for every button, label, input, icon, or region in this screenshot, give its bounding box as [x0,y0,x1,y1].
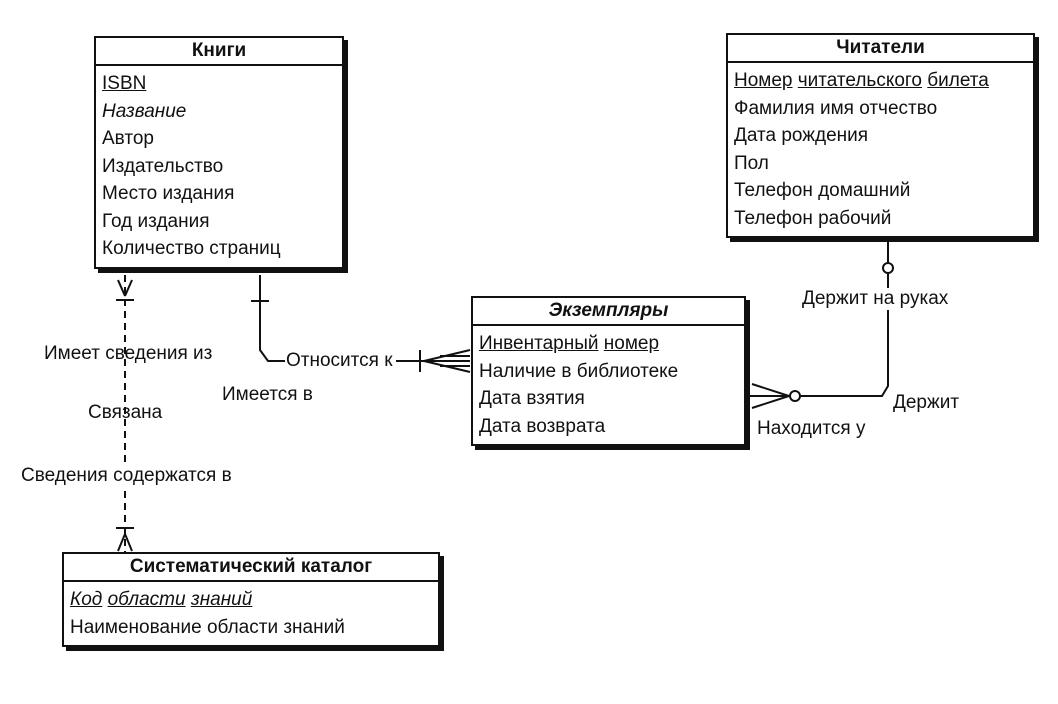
copies-key-part: Инвентарный [479,333,599,354]
readers-key: Номер читательского билета [734,67,1027,95]
copies-entity: Экземпляры Инвентарный номер Наличие в б… [471,296,746,446]
readers-attr-sex: Пол [734,152,769,174]
books-attr-year: Год издания [102,210,210,232]
catalog-attr-area-name: Наименование области знаний [70,616,345,638]
catalog-key-part: области [107,589,186,610]
readers-attr-work-phone: Телефон рабочий [734,207,892,229]
books-attr-title: Название [102,100,187,122]
catalog-key-part: Код [70,589,103,610]
copies-attr-availability: Наличие в библиотеке [479,360,679,382]
books-entity: Книги ISBN Название Автор Издательство М… [94,36,344,269]
catalog-entity: Систематический каталог Код области знан… [62,552,440,647]
books-attr-author: Автор [102,128,154,149]
copies-attr-date-returned: Дата возврата [479,415,606,437]
label-refers-to: Относится к [286,350,393,371]
catalog-title: Систематический каталог [64,554,438,582]
copies-title: Экземпляры [473,298,744,326]
label-available-in: Имеется в [222,384,313,405]
readers-attr-birthdate: Дата рождения [734,125,869,146]
readers-key-part: читательского [797,70,922,91]
label-holds: Держит [893,392,960,413]
label-linked: Связана [88,402,163,423]
readers-attr-fio: Фамилия имя отчество [734,97,938,119]
catalog-key: Код области знаний [70,586,432,614]
catalog-key-part: знаний [190,589,253,610]
books-attr-isbn: ISBN [102,73,147,94]
books-copies-line [259,275,285,362]
readers-title: Читатели [728,35,1033,63]
books-attr-place: Место издания [102,183,235,204]
books-attr-pages: Количество страниц [102,238,281,259]
copies-key-part: номер [603,333,660,354]
books-attr-publisher: Издательство [102,155,224,177]
readers-entity: Читатели Номер читательского билета Фами… [726,33,1035,238]
copies-key: Инвентарный номер [479,330,738,358]
label-holds-on-hands: Держит на руках [802,288,949,310]
readers-copies-line [801,242,889,397]
label-info-contained-in: Сведения содержатся в [21,465,232,487]
copies-attr-date-taken: Дата взятия [479,388,585,409]
readers-attr-home-phone: Телефон домашний [734,180,911,201]
label-has-info-from: Имеет сведения из [44,343,213,364]
label-located-at: Находится у [757,418,866,439]
readers-key-part: билета [927,70,989,91]
readers-key-part: Номер [734,70,793,91]
books-title: Книги [96,38,342,66]
